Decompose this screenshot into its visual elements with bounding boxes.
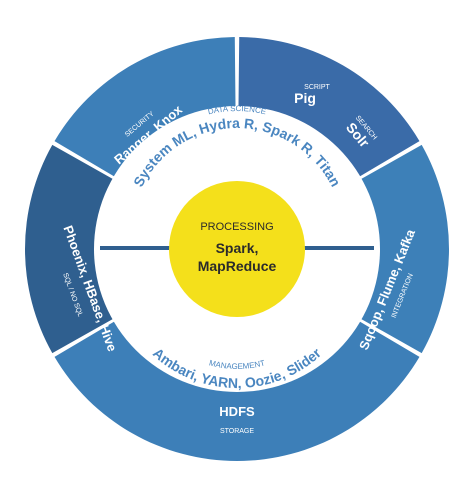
processing-title-line1: Spark,	[216, 240, 259, 256]
segment-script-search	[238, 37, 420, 183]
data-science-category: DATA SCIENCE	[207, 104, 267, 116]
storage-label: HDFS STORAGE	[219, 404, 255, 435]
segment-security	[54, 37, 236, 183]
processing-category: PROCESSING	[200, 221, 273, 233]
processing-center	[169, 181, 305, 317]
segment-integration	[350, 144, 449, 354]
storage-title: HDFS	[219, 404, 255, 419]
script-label: SCRIPT Pig	[294, 84, 330, 106]
processing-title-line2: MapReduce	[198, 258, 277, 274]
storage-category: STORAGE	[220, 428, 254, 435]
script-category: SCRIPT	[304, 84, 330, 91]
script-title: Pig	[294, 90, 316, 106]
segment-sql	[24, 144, 124, 354]
management-category: MANAGEMENT	[208, 358, 266, 371]
